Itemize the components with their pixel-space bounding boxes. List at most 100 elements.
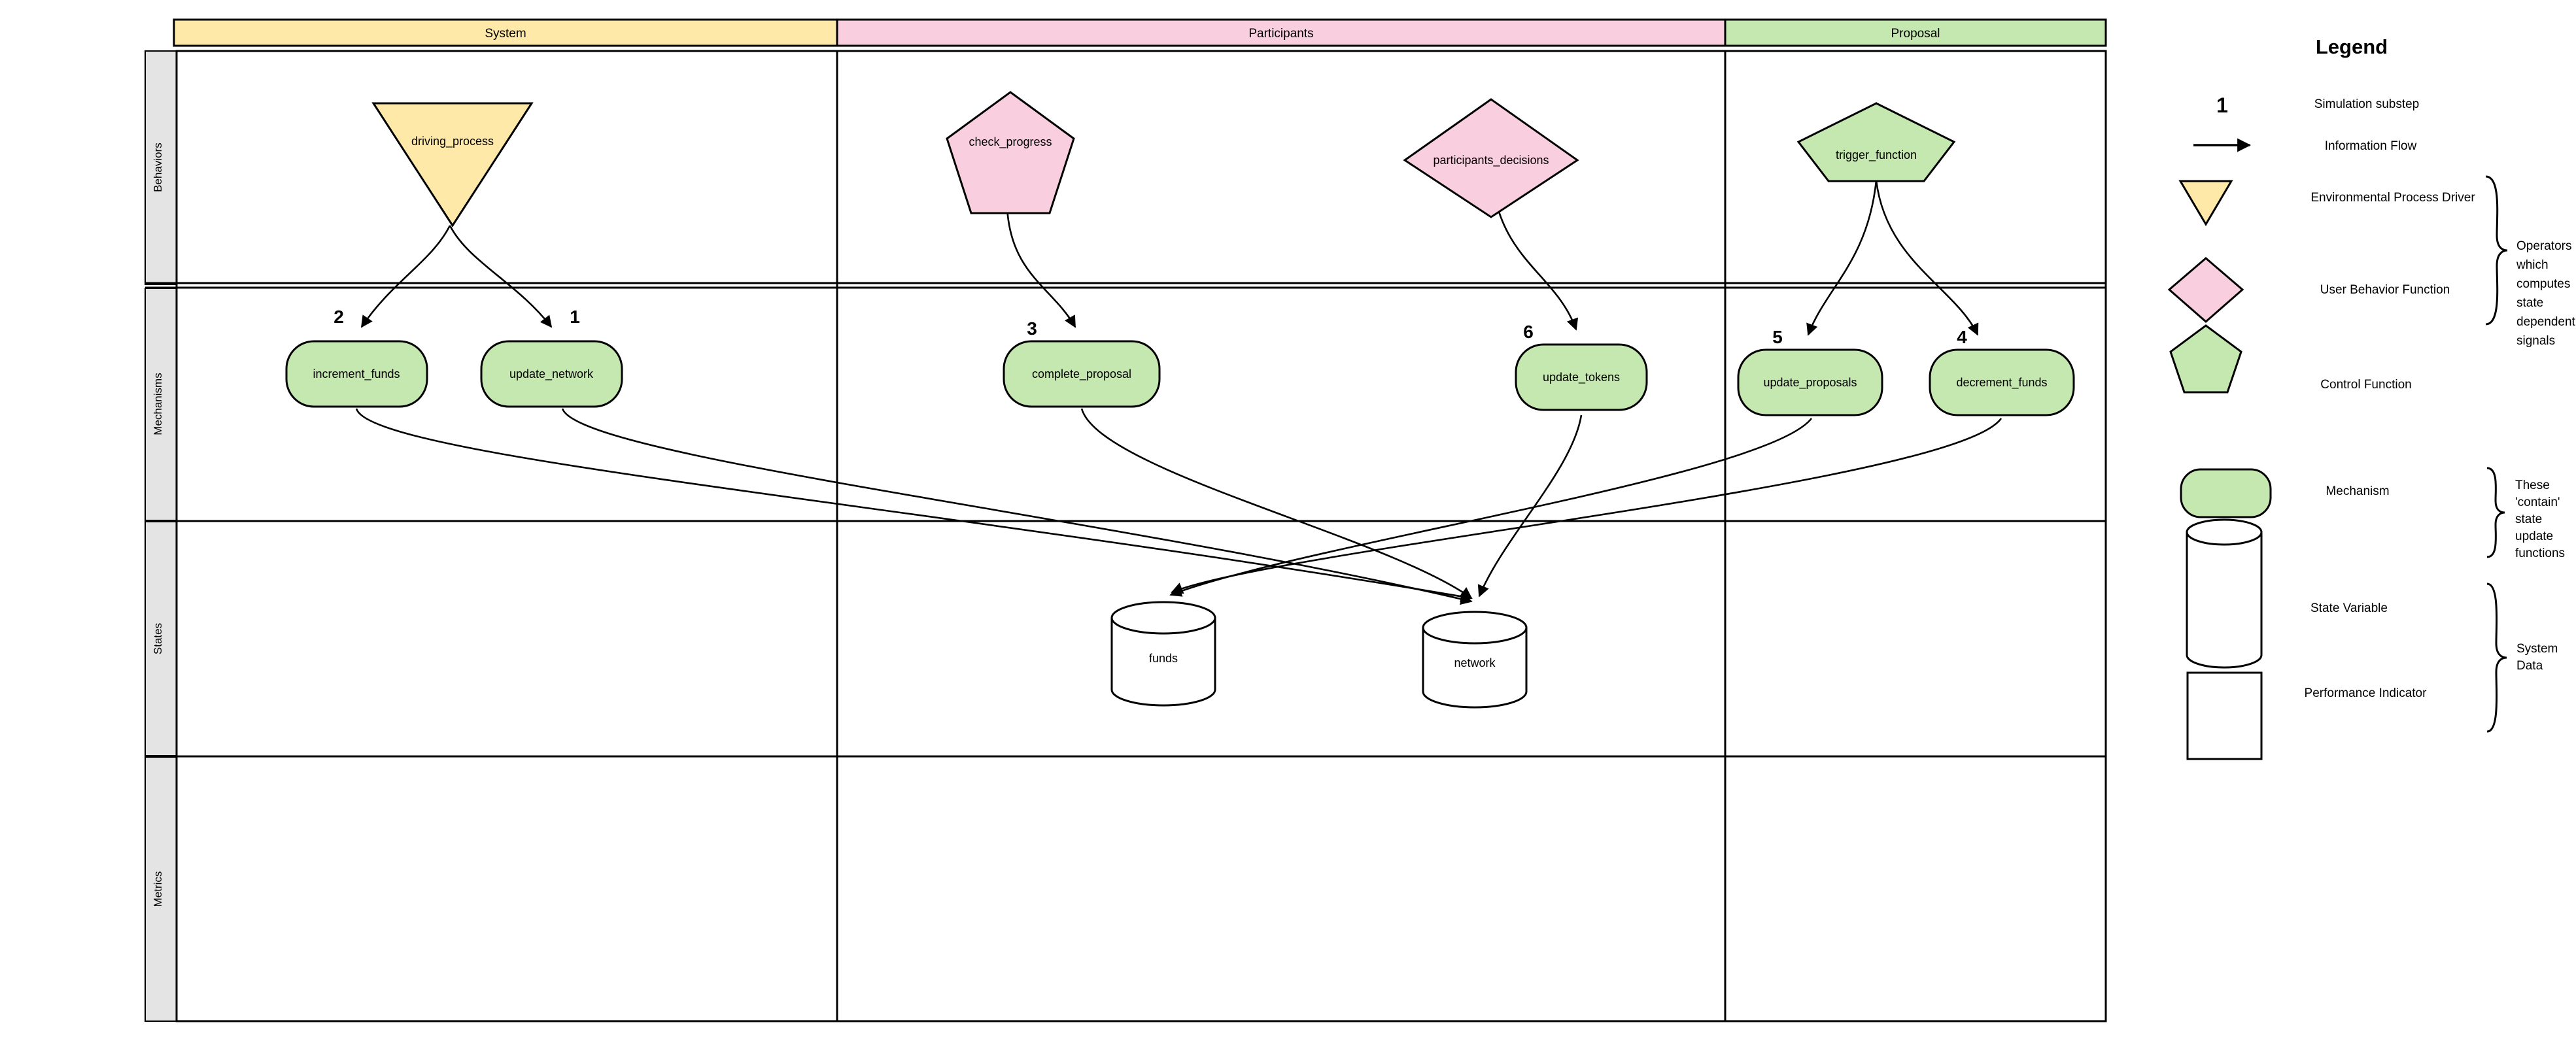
cylinder-top [1422,611,1528,645]
brace-line: System [2516,642,2558,656]
node-update_proposals[interactable]: update_proposals 5 [1737,327,1883,416]
substep-badge-increment_funds: 2 [334,307,344,327]
edge-check_progress-complete_proposal [1006,207,1076,328]
inverted-triangle-icon [2178,180,2233,226]
brace-line: update [2515,530,2553,543]
cylinder-icon-body [2186,531,2263,669]
legend-item-substep: 1 Simulation substep [2216,93,2419,117]
legend-brace-mechanism-text: These 'contain' state update functions [2515,479,2565,560]
curly-brace-icon [2486,582,2507,733]
node-update_tokens[interactable]: update_tokens 6 [1515,322,1648,411]
legend-item-state-var: State Variable [2186,518,2388,669]
brace-line: functions [2515,547,2565,560]
rounded-rect-shape [1515,343,1648,411]
legend-brace-mechanism [2486,467,2505,558]
brace-line: which [2516,258,2549,272]
legend-item-flow-label: Information Flow [2325,139,2417,153]
node-update_network-label: update_network [509,367,594,381]
edge-increment_funds-network [355,408,1473,603]
substep-badge-decrement_funds: 4 [1957,327,1967,347]
column-header-system-label: System [485,27,526,41]
pentagon-shape-body [1796,102,1956,182]
brace-line: Operators [2516,239,2571,253]
inverted-triangle-shape [371,102,534,228]
edge-trigger_function-update_proposals [1806,180,1878,336]
row-label-strip: Behaviors Mechanisms States Metrics [145,50,177,1022]
node-participants_decisions-label: participants_decisions [1433,154,1549,167]
node-driving_process-label: driving_process [411,135,494,148]
node-trigger_function-label: trigger_function [1836,148,1917,162]
legend-item-perf-indicator-label: Performance Indicator [2305,686,2428,700]
legend-item-env-driver: Environmental Process Driver [2178,180,2475,226]
pentagon-icon [2169,324,2242,394]
cylinder-body [1422,626,1528,709]
brace-line: 'contain' [2515,496,2560,509]
substep-badge-update_tokens: 6 [1523,322,1534,342]
rounded-rect-shape [1929,348,2075,416]
cylinder-body [1110,616,1216,707]
node-network-label: network [1454,656,1496,669]
node-decrement_funds[interactable]: decrement_funds 4 [1929,327,2075,416]
curly-brace-icon [2486,467,2505,558]
brace-line: signals [2516,334,2555,348]
swimlane-grid [145,50,2107,1022]
curly-brace-icon [2485,175,2508,326]
legend-item-perf-indicator: Performance Indicator [2186,671,2428,760]
brace-line: state [2516,296,2543,310]
column-header-proposal [1724,18,2107,47]
legend-brace-operators [2485,175,2508,326]
node-participants_decisions[interactable]: participants_decisions [1403,98,1579,218]
rounded-rect-shape [1003,340,1161,408]
cylinder-icon-top [2186,518,2263,546]
node-network[interactable]: network [1422,611,1528,709]
column-header-system [173,18,838,47]
column-header-participants-label: Participants [1248,27,1313,41]
node-check_progress-label: check_progress [969,135,1052,149]
edge-driving_process-update_network [449,225,553,328]
node-update_network[interactable]: update_network 1 [480,307,623,408]
legend-item-mechanism: Mechanism [2180,468,2390,518]
column-header-participants [836,18,1726,47]
row-label-states-cell [145,521,177,756]
edge-trigger_function-decrement_funds [1875,180,1979,336]
node-check_progress[interactable]: check_progress [946,91,1075,214]
edges-mechanisms-to-states [355,408,2002,605]
column-headers: System Participants Proposal [173,18,2107,47]
node-driving_process[interactable]: driving_process [371,102,534,228]
node-increment_funds[interactable]: increment_funds 2 [285,307,428,408]
legend-title: Legend [2316,35,2388,58]
rounded-rect-shape [480,340,623,408]
legend-brace-operators-text: Operators which computes state dependent… [2516,239,2576,348]
rounded-rect-shape [1737,348,1883,416]
edge-decrement_funds-funds [1171,418,2002,594]
brace-line: computes [2516,277,2570,291]
legend-item-user-behavior-label: User Behavior Function [2320,283,2450,297]
node-complete_proposal[interactable]: complete_proposal 3 [1003,318,1161,408]
legend-item-flow: Information Flow [2193,138,2417,153]
legend-item-control-fn: Control Function [2169,324,2412,394]
node-complete_proposal-label: complete_proposal [1032,367,1131,381]
node-funds[interactable]: funds [1110,601,1216,707]
node-trigger_function[interactable]: trigger_function [1796,102,1956,182]
node-increment_funds-label: increment_funds [313,367,400,381]
brace-line: Data [2516,659,2543,673]
rounded-rect-shape [285,340,428,408]
node-funds-label: funds [1149,652,1178,665]
brace-line: state [2515,513,2542,526]
brace-line: These [2515,479,2550,492]
row-label-states: States [152,623,164,654]
row-label-behaviors: Behaviors [152,143,164,192]
row-label-mechanisms: Mechanisms [152,373,164,435]
edge-update_proposals-funds [1169,418,1813,597]
legend-item-mechanism-label: Mechanism [2326,484,2389,498]
edge-update_tokens-network [1477,414,1583,598]
node-update_proposals-label: update_proposals [1763,376,1857,390]
pentagon-shape [946,91,1075,214]
node-decrement_funds-label: decrement_funds [1956,376,2047,390]
column-header-proposal-label: Proposal [1891,27,1940,41]
node-update_tokens-label: update_tokens [1543,371,1620,384]
row-label-metrics-cell [145,756,177,1022]
state-nodes: funds network [1110,601,1528,709]
